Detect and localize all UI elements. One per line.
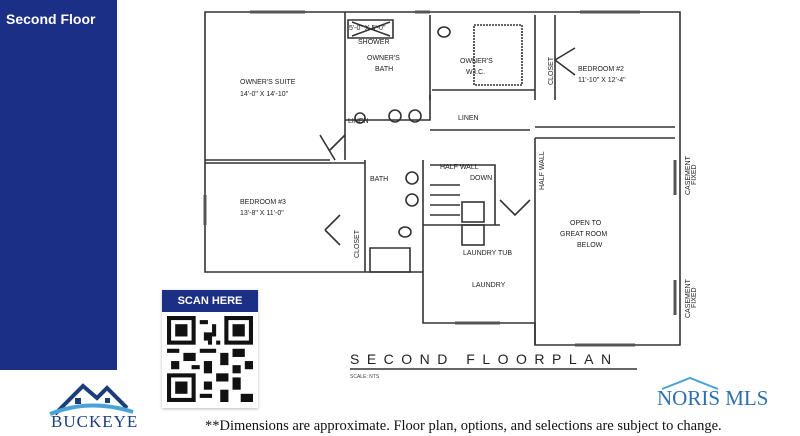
- noris-mls-logo: NORIS MLS: [655, 376, 790, 416]
- casement-label-2: CASEMENT: [685, 278, 692, 318]
- closet-label: CLOSET: [548, 56, 555, 85]
- half-wall-vertical-label: HALF WALL: [539, 151, 546, 190]
- room-label-owners-suite: OWNER'S SUITE: [240, 79, 296, 86]
- room-label-wic-2: W.I.C.: [466, 69, 485, 76]
- down-label: DOWN: [470, 175, 492, 182]
- half-wall-label: HALF WALL: [440, 164, 479, 171]
- qr-code-card[interactable]: SCAN HERE: [162, 290, 258, 408]
- walls: [204, 11, 681, 346]
- room-label-linen-small: LINEN: [348, 118, 369, 125]
- room-label-bath: BATH: [370, 176, 388, 183]
- logo-text: BUCKEYE: [51, 412, 139, 431]
- open-label-1: OPEN TO: [570, 220, 602, 227]
- side-panel: Second Floor: [0, 0, 117, 370]
- closet-label-2: CLOSET: [354, 229, 361, 258]
- scan-here-label: SCAN HERE: [162, 290, 258, 312]
- title-underline: [350, 368, 637, 370]
- disclaimer: **Dimensions are approximate. Floor plan…: [205, 418, 722, 434]
- plan-title: SECOND FLOORPLAN: [350, 351, 619, 367]
- shower-label: SHOWER: [358, 39, 390, 46]
- house-roof-icon: [49, 383, 134, 416]
- fixed-label-1: FIXED: [691, 164, 698, 185]
- room-label-wic: OWNER'S: [460, 58, 493, 65]
- casement-label-1: CASEMENT: [685, 155, 692, 195]
- fixed-label-2: FIXED: [691, 287, 698, 308]
- room-label-owners-bath-2: BATH: [375, 66, 393, 73]
- windows: [203, 10, 677, 347]
- room-label-bedroom3: BEDROOM #3: [240, 199, 286, 206]
- open-label-3: BELOW: [577, 242, 603, 249]
- shower-dim: 5'-0" X 5'-0": [349, 25, 386, 32]
- laundry-tub-label: LAUNDRY TUB: [463, 250, 512, 257]
- room-label-bedroom2: BEDROOM #2: [578, 66, 624, 73]
- mls-text: NORIS MLS: [657, 386, 769, 410]
- qr-code-icon: [167, 316, 253, 402]
- room-dim-bedroom2: 11'-10" X 12'-4": [578, 77, 626, 84]
- room-dim-bedroom3: 13'-8" X 11'-0": [240, 210, 284, 217]
- room-label-owners-bath: OWNER'S: [367, 55, 400, 62]
- room-label-linen: LINEN: [458, 115, 479, 122]
- buckeye-logo: BUCKEYE: [45, 376, 139, 436]
- room-label-laundry: LAUNDRY: [472, 282, 506, 289]
- panel-title: Second Floor: [6, 11, 96, 27]
- plan-scale: SCALE: NTS: [350, 374, 380, 380]
- open-label-2: GREAT ROOM: [560, 231, 607, 238]
- mls-roof-icon: [661, 376, 719, 390]
- room-dim-owners-suite: 14'-0" X 14'-10": [240, 91, 289, 98]
